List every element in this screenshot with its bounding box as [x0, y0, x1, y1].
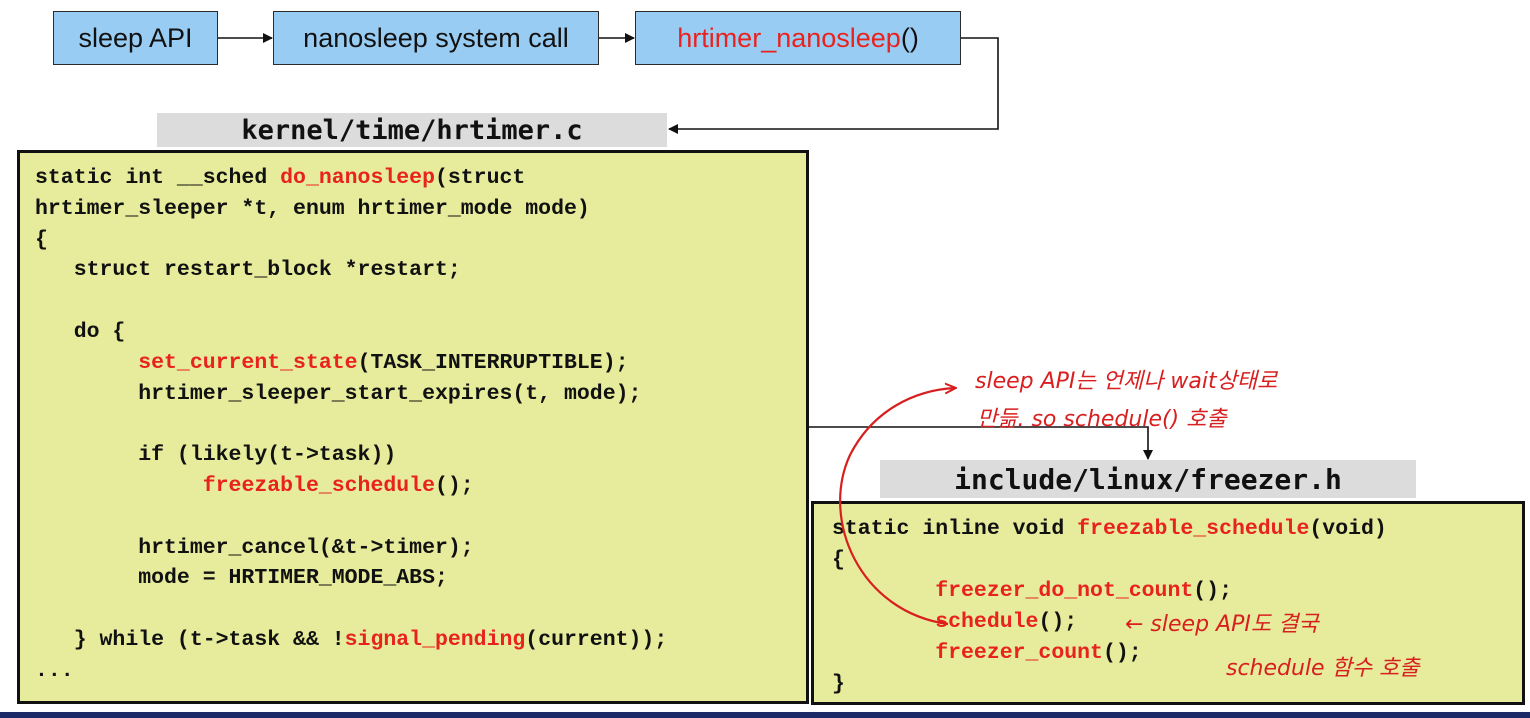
code-line: static inline void: [832, 517, 1078, 541]
flow-box-hrtimer-suffix: (): [900, 22, 919, 53]
annotation-curve-arrow: [839, 388, 955, 626]
code-line: }: [832, 672, 845, 696]
flow-box-nanosleep-syscall: nanosleep system call: [273, 11, 599, 65]
code-line: ();: [1038, 610, 1078, 634]
code-line: do {: [35, 319, 126, 344]
code-line: struct restart_block *restart;: [35, 258, 461, 283]
arrow-hrtimer-to-file: [668, 37, 999, 134]
code-fn-do-nanosleep: do_nanosleep: [280, 166, 435, 190]
annotation-note-1-line-1: sleep API는 언제나 wait상태로: [975, 369, 1278, 394]
flow-box-nanosleep-label: nanosleep system call: [303, 22, 569, 53]
code-line: (current));: [525, 627, 668, 652]
flow-box-sleep-api-label: sleep API: [78, 22, 193, 53]
code-line: } while (t->task && !: [35, 627, 345, 652]
code-line: ();: [1193, 579, 1232, 603]
code-line: {: [832, 548, 845, 572]
annotation-note-1-line-2: 만듦. so schedule() 호출: [977, 407, 1227, 432]
code-line: hrtimer_cancel(&t->timer);: [35, 535, 474, 560]
code-line: ...: [35, 658, 74, 683]
code-line: static int __sched: [35, 166, 281, 190]
code-fn-set-current-state: set_current_state: [138, 350, 358, 375]
code-fn-freezer-count: freezer_count: [935, 641, 1103, 665]
file-label-freezer: include/linux/freezer.h: [880, 460, 1416, 498]
code-fn-freezer-do-not-count: freezer_do_not_count: [935, 579, 1194, 603]
annotation-note-2-line-1: ← sleep API도 결국: [1125, 612, 1319, 637]
code-fn-freezable-schedule-def: freezable_schedule: [1077, 517, 1310, 541]
arrow-code-to-freezer: [809, 426, 1153, 460]
flow-box-hrtimer-nanosleep: hrtimer_nanosleep(): [635, 11, 961, 65]
code-line: if (likely(t->task)): [35, 443, 397, 468]
file-label-hrtimer: kernel/time/hrtimer.c: [157, 113, 667, 147]
code-block-do-nanosleep: static int __sched do_nanosleep(struct h…: [20, 153, 806, 687]
bottom-rule: [0, 712, 1530, 718]
code-box-do-nanosleep: static int __sched do_nanosleep(struct h…: [17, 150, 809, 704]
code-line: ();: [1102, 641, 1142, 665]
code-line: mode = HRTIMER_MODE_ABS;: [35, 566, 448, 591]
code-line: ();: [434, 473, 474, 498]
code-line: {: [35, 227, 48, 252]
code-line: hrtimer_sleeper *t, enum hrtimer_mode mo…: [35, 196, 590, 221]
flow-box-sleep-api: sleep API: [53, 11, 218, 65]
file-label-freezer-text: include/linux/freezer.h: [954, 462, 1342, 496]
flow-box-hrtimer-fn: hrtimer_nanosleep: [677, 22, 901, 53]
code-fn-schedule: schedule: [935, 610, 1039, 634]
code-line: (struct: [434, 166, 526, 190]
file-label-hrtimer-text: kernel/time/hrtimer.c: [241, 114, 583, 146]
code-line: (TASK_INTERRUPTIBLE);: [357, 350, 629, 375]
code-block-freezable-schedule: static inline void freezable_schedule(vo…: [814, 504, 1522, 700]
code-line: hrtimer_sleeper_start_expires(t, mode);: [35, 381, 642, 406]
code-fn-signal-pending: signal_pending: [344, 627, 526, 652]
annotation-note-2-line-2: schedule 함수 호출: [1226, 656, 1420, 681]
code-box-freezable-schedule: static inline void freezable_schedule(vo…: [811, 501, 1525, 705]
code-fn-freezable-schedule: freezable_schedule: [202, 473, 435, 498]
code-line: (void): [1309, 517, 1387, 541]
